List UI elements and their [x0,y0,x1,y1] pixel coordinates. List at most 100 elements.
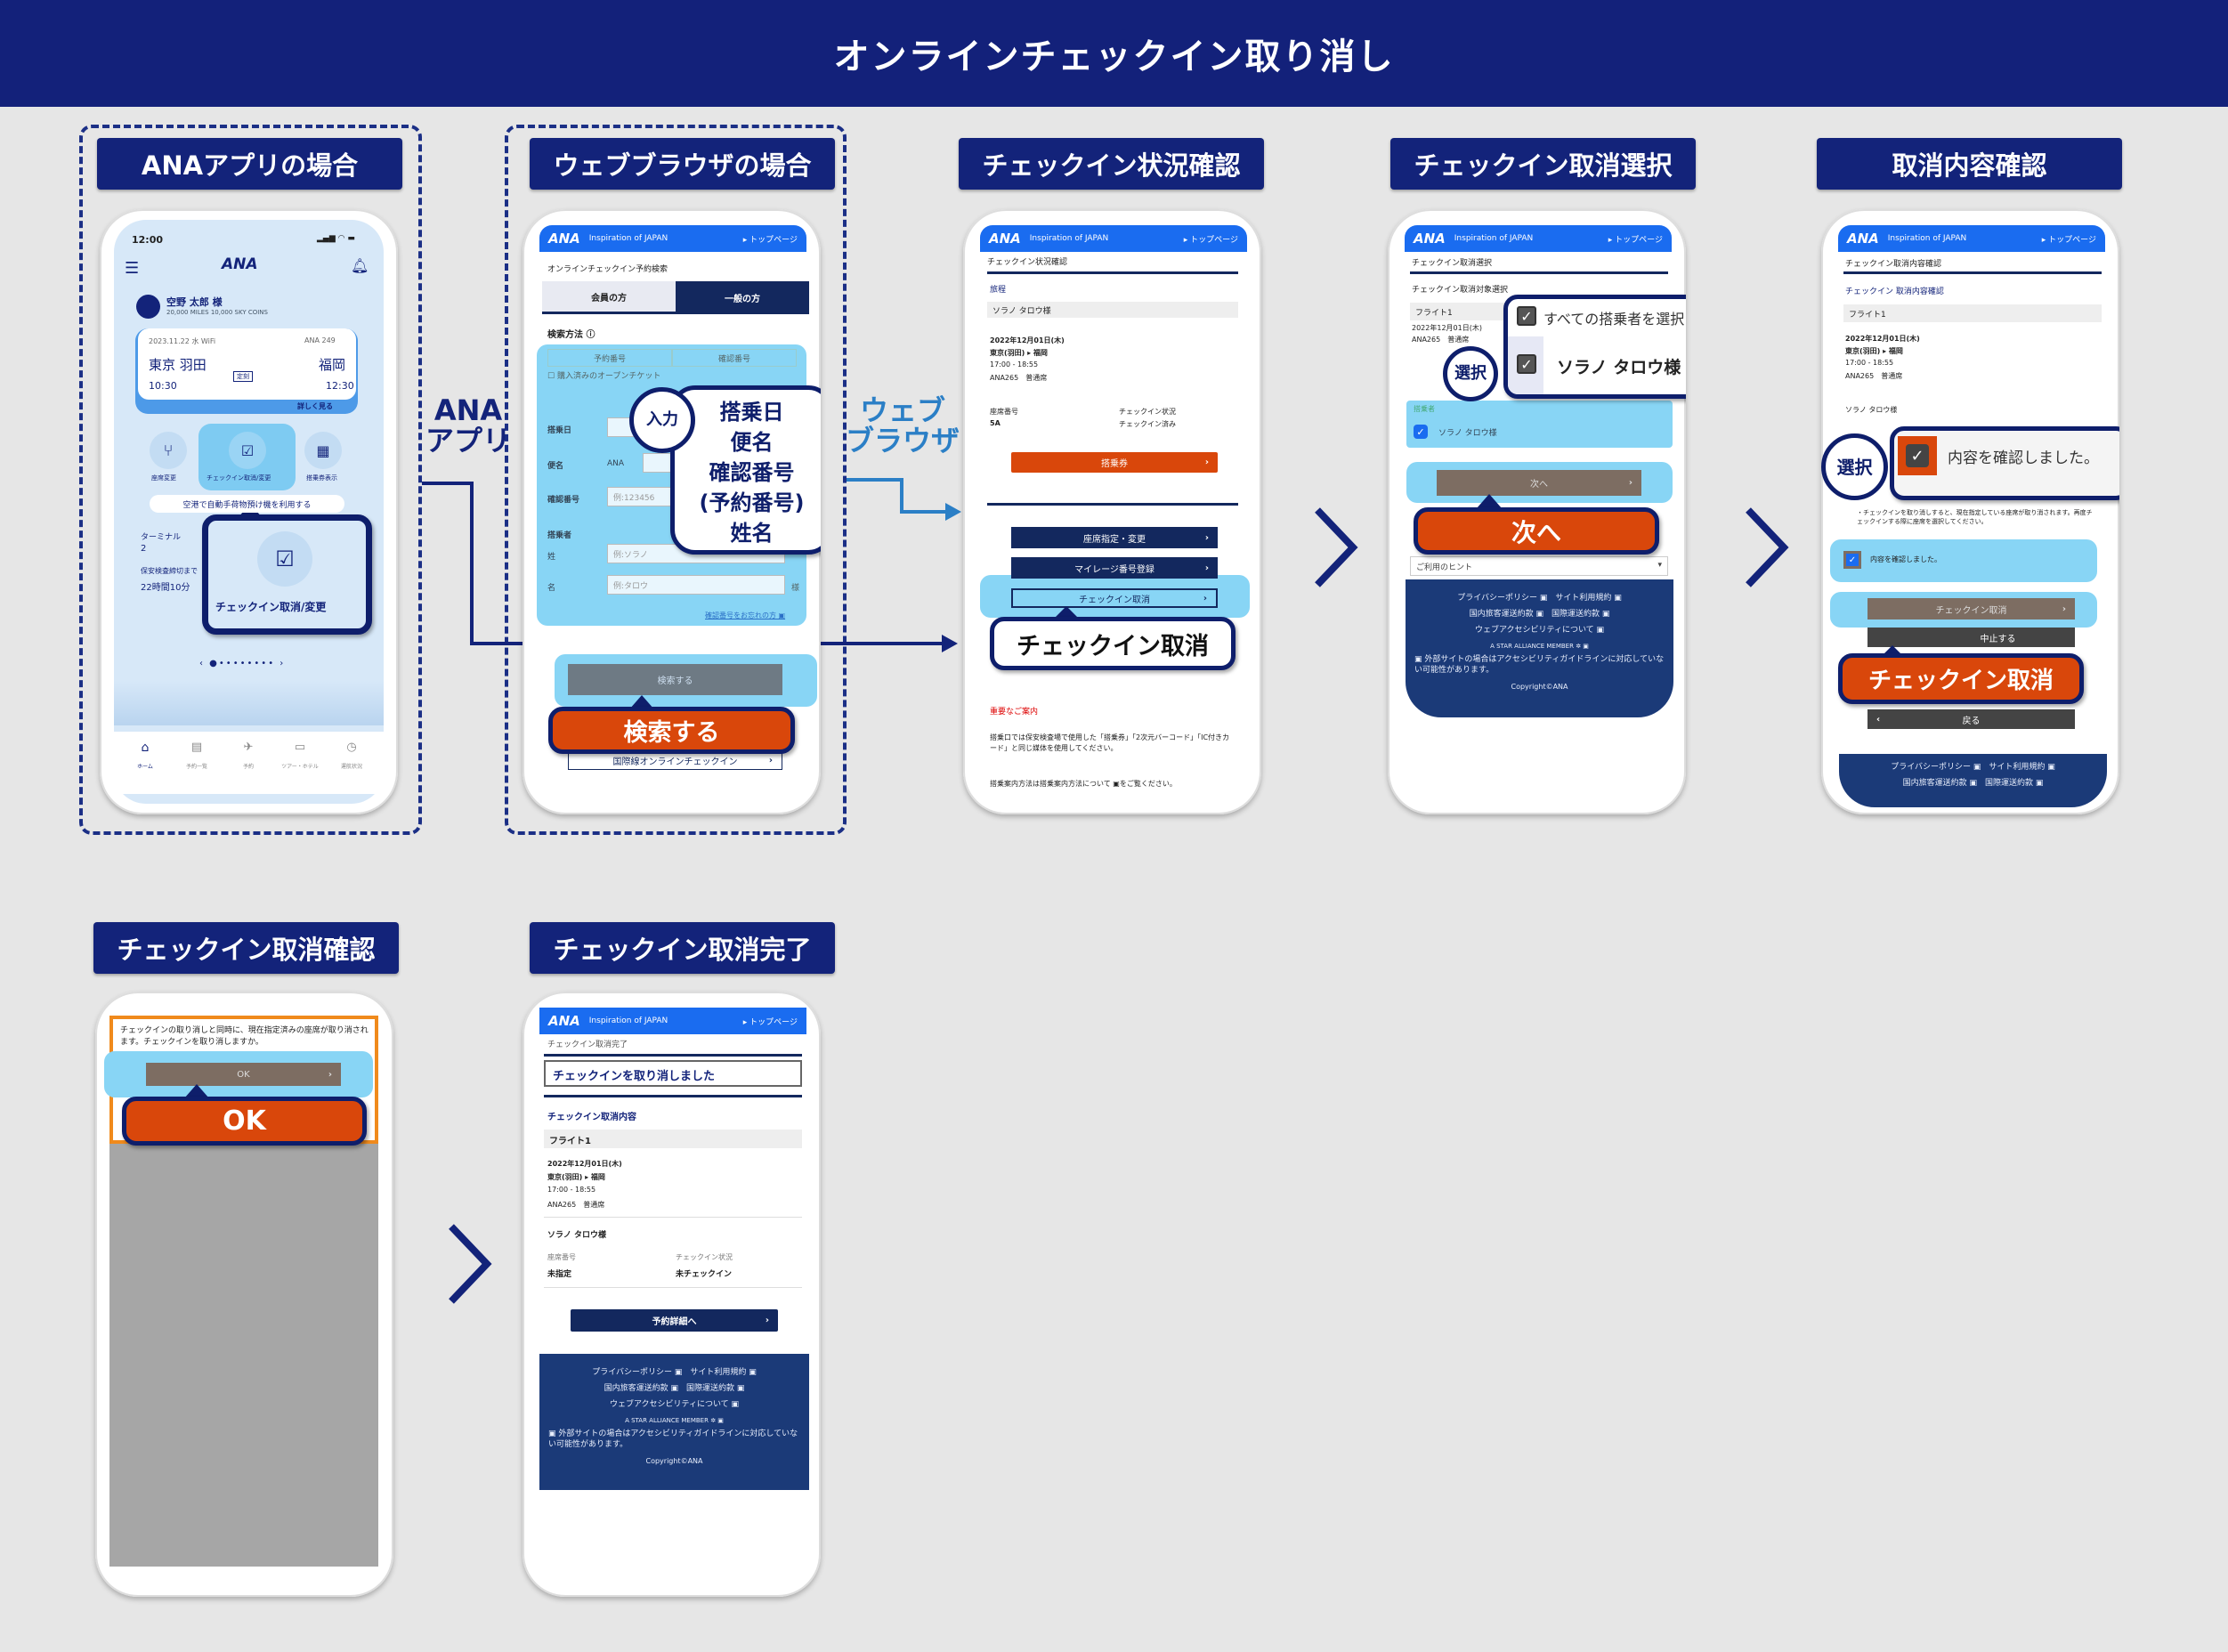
bell-icon[interactable]: 🔔︎ [351,257,369,274]
flight-time: 17:00 - 18:55 [547,1186,596,1194]
footer-terms-link[interactable]: サイト利用規約 ▣ [1555,594,1622,603]
tab-member[interactable]: 会員の方 [542,281,676,314]
boarding-pass-button[interactable]: 搭乗券› [1011,452,1218,473]
flight-to: 福岡 [319,357,346,373]
suitcase-icon[interactable]: ▭ [294,741,306,754]
reservation-detail-button[interactable]: 予約詳細へ› [571,1309,778,1332]
ok-button[interactable]: OK › [146,1063,341,1086]
baggage-drop-pill[interactable]: 空港で自動手荷物預け機を利用する [150,495,344,513]
bubble-line: 便名 [730,430,774,455]
flight-number: ANA265 普通席 [1412,335,1470,344]
page-heading: チェックイン取消完了 [547,1041,628,1049]
honorific: 様 [791,584,800,593]
purchased-checkbox[interactable]: ☐ 購入済みのオープンチケット [547,372,661,381]
footer-accessibility-link[interactable]: ウェブアクセシビリティについて ▣ [1474,626,1605,635]
footer-terms-link[interactable]: サイト利用規約 ▣ [1989,763,2055,772]
clock-icon[interactable]: ◷ [346,741,357,754]
passenger-checkbox[interactable]: ✓ [1414,425,1428,439]
hamburger-menu-icon[interactable]: ☰ [125,259,140,278]
button-label: チェックイン取消 [1079,595,1150,605]
site-footer: プライバシーポリシー ▣ サイト利用規約 ▣ 国内旅客運送約款 ▣ 国際運送約款… [1406,579,1673,717]
first-name-input[interactable]: 例:タロウ [607,575,785,595]
flight-time: 17:00 - 18:55 [1845,359,1894,367]
action-seat-change[interactable]: 座席変更 [151,474,176,482]
seat-change-button[interactable]: 座席指定・変更› [1011,527,1218,548]
dialog-message: チェックインの取り消しと同時に、現在指定済みの座席が取り消されます。チェックイン… [120,1026,369,1047]
footer-intl-link[interactable]: 国際運送約款 ▣ [686,1384,745,1393]
top-page-link[interactable]: ▸ トップページ [742,235,798,245]
footer-star-alliance[interactable]: A STAR ALLIANCE MEMBER ✲ ▣ [1490,643,1589,650]
flight-time: 17:00 - 18:55 [990,360,1039,368]
app-dashed-group [79,125,422,835]
nav-reservations[interactable]: 予約一覧 [185,764,207,770]
tab-general[interactable]: 一般の方 [676,281,809,314]
footer-domestic-link[interactable]: 国内旅客運送約款 ▣ [1902,779,1977,788]
button-label: チェックイン取消 [1935,605,2007,616]
footer-intl-link[interactable]: 国際運送約款 ▣ [1551,610,1610,619]
passenger-row: ソラノ タロウ様 [987,302,1238,318]
radio-reservation-number[interactable]: 予約番号 [547,349,672,367]
flight-date: 2022年12月01日(木) [1412,323,1482,333]
chevron-right-icon: › [328,1069,332,1080]
home-icon[interactable]: ⌂ [141,741,150,755]
flight-date: 2022年12月01日(木) [1845,335,1920,343]
top-page-link[interactable]: ▸ トップページ [742,1017,798,1027]
flight-details-link[interactable]: 詳しく見る [297,402,333,410]
top-page-link[interactable]: ▸ トップページ [2041,235,2096,245]
dimmed-overlay [109,1144,378,1567]
footer-intl-link[interactable]: 国際運送約款 ▣ [1985,779,2044,788]
nav-flight-status[interactable]: 運航状況 [340,764,362,770]
confirm-checkbox[interactable]: ✓ [1843,551,1861,569]
checkin-cancel-icon[interactable]: ☑ [229,432,266,469]
top-page-link[interactable]: ▸ トップページ [1183,235,1238,245]
label-web: ウェブブラウザの場合 [530,138,835,190]
hint-dropdown[interactable]: ご利用のヒント▾ [1410,556,1668,576]
back-button[interactable]: ‹戻る [1867,709,2075,729]
footer-star-alliance[interactable]: A STAR ALLIANCE MEMBER ✲ ▣ [625,1417,724,1424]
radio-confirmation-number[interactable]: 確認番号 [672,349,797,367]
action-boarding-pass[interactable]: 搭乗券表示 [306,474,337,482]
stop-button[interactable]: 中止する [1867,628,2075,647]
plane-icon[interactable]: ✈ [243,741,254,754]
action-checkin-cancel[interactable]: チェックイン取消/変更 [207,474,271,482]
bubble-line: (予約番号) [699,490,805,515]
seat-label: 座席番号 [547,1253,576,1261]
mileage-button[interactable]: マイレージ番号登録› [1011,557,1218,579]
nav-book[interactable]: 予約 [242,764,254,770]
placeholder: 例:タロウ [613,581,649,591]
member-avatar [136,295,160,319]
seat-icon[interactable]: ⑂ [150,432,187,469]
checkin-cancel-button[interactable]: チェックイン取消› [1011,588,1218,608]
cancel-warning: ・チェックインを取り消しすると、現在指定している座席が取り消されます。再度チェッ… [1857,509,2093,525]
footer-domestic-link[interactable]: 国内旅客運送約款 ▣ [1469,610,1543,619]
nav-tour-hotel[interactable]: ツアー・ホテル [281,764,319,770]
field-label-date: 搭乗日 [547,426,572,435]
footer-domestic-link[interactable]: 国内旅客運送約款 ▣ [604,1384,678,1393]
security-value: 22時間10分 [141,583,190,593]
footer-privacy-link[interactable]: プライバシーポリシー ▣ [592,1368,683,1377]
button-label: OK [237,1069,250,1080]
footer-privacy-link[interactable]: プライバシーポリシー ▣ [1891,763,1981,772]
list-icon[interactable]: ▤ [190,741,203,754]
chevron-right-icon: › [1628,478,1633,488]
top-page-link[interactable]: ▸ トップページ [1608,235,1663,245]
chevron-right-icon: › [2062,603,2066,614]
search-button[interactable]: 検索する [568,664,782,695]
nav-home[interactable]: ホーム [137,764,153,770]
checkin-cancel-button[interactable]: チェックイン取消 › [1867,598,2075,620]
select-all-checkbox: ✓ [1517,306,1536,326]
footer-terms-link[interactable]: サイト利用規約 ▣ [690,1368,757,1377]
footer-privacy-link[interactable]: プライバシーポリシー ▣ [1457,594,1548,603]
forgot-link[interactable]: 確認番号をお忘れの方 ▣ [705,611,786,620]
passenger-section-label: 搭乗者 [1414,405,1435,413]
footer-accessibility-link[interactable]: ウェブアクセシビリティについて ▣ [609,1400,740,1409]
carousel-pager[interactable]: ‹ ●•••••••• › [199,659,286,668]
qr-code-icon[interactable]: ▦ [304,432,342,469]
next-button[interactable]: 次へ› [1437,470,1641,496]
app-flow-arrowhead [942,635,958,652]
checkin-status-label: チェックイン状況 [676,1253,733,1261]
